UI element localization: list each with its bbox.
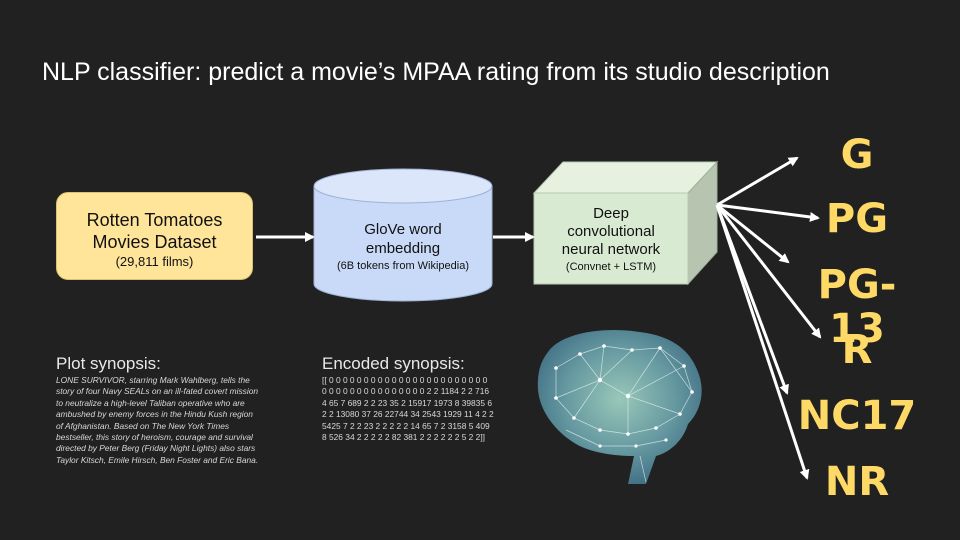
rating-r: R <box>841 327 873 373</box>
encoded-synopsis-text: [[ 0 0 0 0 0 0 0 0 0 0 0 0 0 0 0 0 0 0 0… <box>322 375 494 443</box>
plot-synopsis-heading: Plot synopsis: <box>56 354 161 373</box>
rating-nc17: NC17 <box>797 393 917 439</box>
dataset-name-line2: Movies Dataset <box>92 232 217 252</box>
glove-line3: (6B tokens from Wikipedia) <box>336 260 470 272</box>
brain-network-icon <box>537 330 702 484</box>
glove-line1: GloVe word <box>364 221 442 238</box>
cnn-cube <box>532 160 719 286</box>
dataset-box: Rotten Tomatoes Movies Dataset (29,811 f… <box>56 192 253 280</box>
rating-nr: NR <box>824 459 890 505</box>
cnn-line3: neural network <box>561 241 661 258</box>
slide-title: NLP classifier: predict a movie’s MPAA r… <box>42 58 830 86</box>
dataset-size: (29,811 films) <box>115 254 194 269</box>
glove-line2: embedding <box>365 240 441 257</box>
glove-label: GloVe word embedding (6B tokens from Wik… <box>315 220 491 274</box>
rating-pg: PG <box>825 196 889 242</box>
glove-cylinder <box>313 168 493 302</box>
cnn-line1: Deep <box>593 205 629 222</box>
cnn-line4: (Convnet + LSTM) <box>565 261 657 273</box>
rating-g: G <box>840 132 874 178</box>
arrow-to-nr <box>715 204 810 480</box>
rating-pg13: PG-13 <box>817 262 897 352</box>
arrow-to-g <box>716 156 799 207</box>
arrow-to-pg13 <box>716 203 790 264</box>
cnn-label: Deep convolutional neural network (Convn… <box>537 205 685 276</box>
arrow-to-r <box>715 204 822 339</box>
cnn-line2: convolutional <box>567 223 655 240</box>
plot-synopsis-text: LONE SURVIVOR, starring Mark Wahlberg, t… <box>56 375 259 465</box>
arrow-to-pg <box>716 203 820 222</box>
dataset-name-line1: Rotten Tomatoes <box>86 210 223 230</box>
encoded-synopsis-heading: Encoded synopsis: <box>322 354 465 373</box>
